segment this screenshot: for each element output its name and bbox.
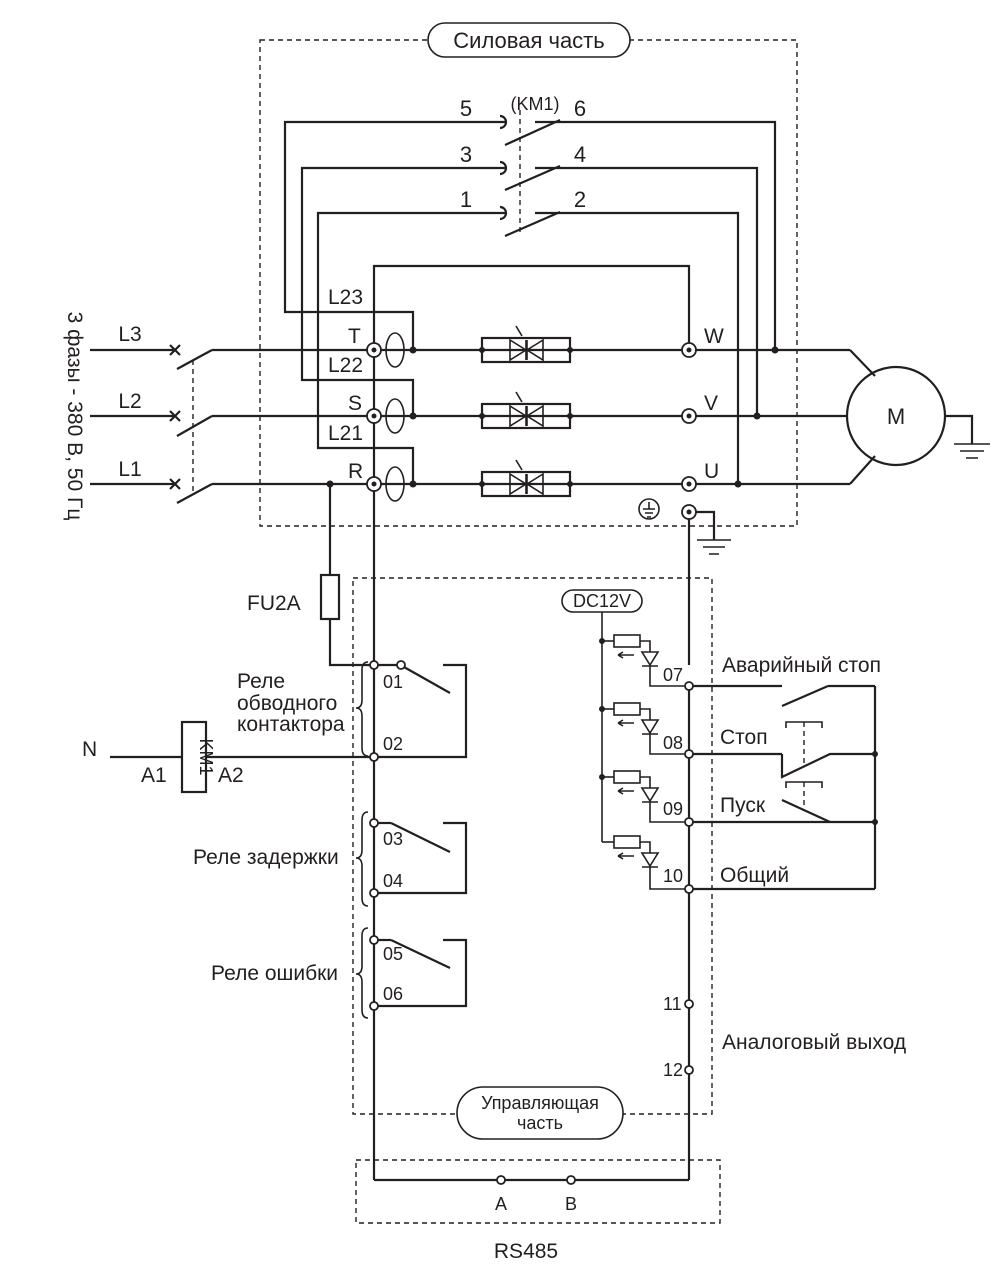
control-section-border <box>352 577 713 1115</box>
relay-fault: 05 06 Реле ошибки <box>211 927 468 1019</box>
relay-terminal-06: 06 <box>383 984 403 1004</box>
coil-terminal-a2: A2 <box>218 764 244 787</box>
phase-l1-label: L1 <box>118 458 141 481</box>
motor: M <box>845 365 990 467</box>
input-channel-08: 08 <box>599 702 694 759</box>
ground-icon <box>954 443 990 459</box>
supply-caption: 3 фазы - 380 В, 50 Гц <box>63 312 86 521</box>
bus-label-l21: L21 <box>328 422 363 445</box>
rs485-border <box>355 1159 721 1224</box>
input-channel-10: 10 <box>602 835 694 894</box>
bus-label-l22: L22 <box>328 354 363 377</box>
bypass-coil: N KM1 A1 A2 <box>82 720 370 794</box>
input-channel-07: 07 <box>599 634 694 691</box>
contact-number-2: 2 <box>574 187 586 212</box>
analog-output-label: Аналоговый выход <box>722 1031 906 1054</box>
thyristor-icon <box>509 459 544 496</box>
thyristor-phase-r <box>366 459 697 502</box>
relay-delay: 03 04 Реле задержки <box>193 811 468 907</box>
terminal-label-r: R <box>348 460 363 483</box>
control-section: Управляющая часть <box>352 577 713 1140</box>
dc12v-supply: DC12V <box>561 589 643 842</box>
coil-name: KM1 <box>196 738 216 775</box>
relay-terminal-01: 01 <box>383 672 403 692</box>
relay-fault-name: Реле ошибки <box>211 962 338 985</box>
input-terminal-10: 10 <box>663 866 683 886</box>
relay-bypass-name-line2: обводного <box>237 692 337 715</box>
input-label-start: Пуск <box>720 794 766 817</box>
contact-number-3: 3 <box>460 142 472 167</box>
phase-l3-label: L3 <box>118 323 141 346</box>
contact-number-4: 4 <box>574 142 586 167</box>
rs485-terminal-b: B <box>565 1194 577 1214</box>
brace-icon <box>355 927 369 1019</box>
power-section-title: Силовая часть <box>453 28 604 53</box>
supply-lines: 3 фазы - 380 В, 50 Гц L3 L2 L1 <box>63 312 367 521</box>
power-section: Силовая часть <box>259 22 798 527</box>
relay-bypass-name-line3: контактора <box>237 713 345 736</box>
terminal-label-s: S <box>348 392 362 415</box>
contact-number-6: 6 <box>574 96 586 121</box>
brace-icon <box>355 661 369 757</box>
neutral-label: N <box>82 738 97 761</box>
thyristor-icon <box>509 391 544 428</box>
external-controls: Аварийный стоп Стоп Пуск Общий <box>693 654 881 891</box>
contact-number-1: 1 <box>460 187 472 212</box>
coil-terminal-a1: A1 <box>141 764 167 787</box>
power-section-border <box>259 39 798 527</box>
contact-number-5: 5 <box>460 96 472 121</box>
input-channel-09: 09 <box>599 770 694 827</box>
terminal-label-t: T <box>348 325 361 348</box>
power-section-title-frame <box>427 22 631 58</box>
control-section-title-line1: Управляющая <box>481 1093 599 1113</box>
relay-bypass: 01 02 Реле обводного контактора <box>237 660 468 762</box>
fuse-fu2a: FU2A <box>247 480 372 667</box>
thyristor-phase-t <box>366 325 697 368</box>
rs485: A B RS485 <box>355 1159 721 1263</box>
protective-earth-icon <box>638 498 660 520</box>
contactor-label: (KM1) <box>511 94 560 114</box>
analog-terminal-11: 11 <box>663 994 682 1014</box>
input-terminal-07: 07 <box>663 665 683 685</box>
relay-terminal-04: 04 <box>383 871 403 891</box>
relay-delay-name: Реле задержки <box>193 846 339 869</box>
motor-feed <box>696 346 876 488</box>
internal-bus <box>372 264 691 484</box>
terminal-label-w: W <box>704 325 724 348</box>
ground-icon <box>697 539 731 555</box>
input-label-emergency-stop: Аварийный стоп <box>722 654 881 677</box>
terminal-label-u: U <box>704 460 719 483</box>
phase-l2-label: L2 <box>118 390 141 413</box>
control-section-title-line2: часть <box>517 1113 563 1133</box>
analog-terminal-12: 12 <box>663 1060 683 1080</box>
bypass-contactor: 5 6 3 4 1 2 (KM1) <box>283 94 777 484</box>
relay-terminal-05: 05 <box>383 944 403 964</box>
thyristor-icon <box>509 325 544 362</box>
input-terminal-09: 09 <box>663 799 683 819</box>
relay-terminal-02: 02 <box>383 734 403 754</box>
dc12v-label: DC12V <box>573 591 631 611</box>
fuse-label: FU2A <box>247 592 301 615</box>
relay-terminal-03: 03 <box>383 829 403 849</box>
input-label-stop: Стоп <box>720 726 768 749</box>
thyristor-phase-s <box>366 391 697 434</box>
rs485-label: RS485 <box>494 1240 558 1263</box>
input-label-common: Общий <box>720 864 789 887</box>
brace-icon <box>355 811 369 907</box>
rs485-terminal-a: A <box>495 1194 507 1214</box>
bus-label-l23: L23 <box>328 286 363 309</box>
control-section-title-frame <box>456 1086 624 1140</box>
input-terminal-08: 08 <box>663 733 683 753</box>
terminal-label-v: V <box>704 392 718 415</box>
relay-bypass-name-line1: Реле <box>237 670 285 693</box>
motor-label: M <box>887 404 905 429</box>
